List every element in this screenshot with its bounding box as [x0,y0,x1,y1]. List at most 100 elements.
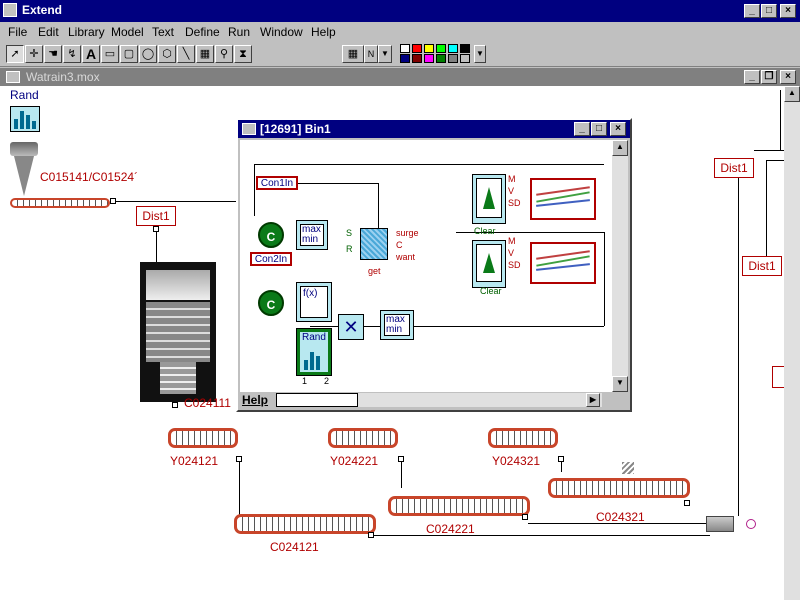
color-silver[interactable] [460,54,470,63]
line-style-selector-icon[interactable]: N [364,45,378,63]
rand-histogram-icon[interactable] [10,106,40,132]
connector-tool-icon[interactable]: ↯ [63,45,81,63]
menu-help[interactable]: Help [311,25,336,39]
color-cyan[interactable] [448,44,458,53]
dialog-vscroll[interactable]: ▲ ▼ [612,140,628,392]
source-output-port[interactable] [110,198,116,204]
close-button[interactable]: × [780,4,796,18]
conveyor-port[interactable] [684,500,690,506]
dist-left-block[interactable]: Dist1 [136,206,176,226]
hopper-icon[interactable] [10,142,38,198]
maxmin-block-2[interactable]: max min [380,310,414,340]
conveyor-port[interactable] [368,532,374,538]
maxmin-block-1[interactable]: max min [296,220,328,250]
menu-model[interactable]: Model [111,25,144,39]
toggle-tool-icon[interactable]: ⧗ [234,45,252,63]
color-magenta[interactable] [424,54,434,63]
dist-left-port[interactable] [153,226,159,232]
text-tool-icon[interactable]: A [82,45,100,63]
bin-icon[interactable] [140,262,216,402]
color-maroon[interactable] [412,54,422,63]
maximize-button[interactable]: □ [761,4,777,18]
dialog-scroll-right-icon[interactable]: ▶ [586,393,600,407]
conveyor-y024221[interactable] [328,428,398,448]
conveyor-c024121[interactable] [234,514,376,534]
pattern-selector-icon[interactable]: ▦ [342,45,364,63]
hand-tool-icon[interactable]: ☚ [44,45,62,63]
conveyor-c024321[interactable] [548,478,690,498]
doc-close-button[interactable]: × [780,70,796,84]
dist-right-top-block[interactable]: Dist1 [714,158,754,178]
arrow-tool-icon[interactable]: ➚ [6,45,24,63]
scroll-up-icon[interactable]: ▲ [784,86,800,102]
holding-tank-block[interactable] [360,228,388,260]
mean-variance-block-2[interactable] [472,240,506,288]
multiply-block[interactable]: ✕ [338,314,364,340]
app-icon[interactable] [3,3,17,17]
con1in-connector[interactable]: Con1In [256,176,298,190]
source-conveyor[interactable] [10,198,110,208]
oval-tool-icon[interactable]: ◯ [139,45,157,63]
conveyor-port[interactable] [236,456,242,462]
menu-define[interactable]: Define [185,25,220,39]
menu-run[interactable]: Run [228,25,251,39]
rand-block[interactable]: Rand [296,328,332,376]
dialog-hscroll[interactable]: ▶ [276,393,602,407]
color-navy[interactable] [400,54,410,63]
menu-library[interactable]: Library [68,25,105,39]
dropdown-arrow-icon[interactable]: ▼ [378,45,392,63]
help-button[interactable]: Help [242,393,269,407]
menu-edit[interactable]: Edit [38,25,59,39]
color-darkgreen[interactable] [436,54,446,63]
block-arrow-tool-icon[interactable]: ✛ [25,45,43,63]
minimize-button[interactable]: _ [744,4,760,18]
line-tool-icon[interactable]: ╲ [177,45,195,63]
doc-menu-icon[interactable] [6,71,20,83]
zoom-tool-icon[interactable]: ⚲ [215,45,233,63]
palette-dropdown-icon[interactable]: ▼ [474,45,486,63]
mean-variance-block-1[interactable] [472,174,506,224]
conveyor-port[interactable] [522,514,528,520]
function-fx-block[interactable]: f(x) [296,282,332,322]
constant-c-block-2[interactable]: C [258,290,284,316]
hierarchical-block-canvas[interactable]: Con1In Con2In C C max min S R surge C wa… [240,140,612,392]
dialog-close-button[interactable]: × [610,122,626,136]
color-black[interactable] [460,44,470,53]
dist-right-clipped-block[interactable] [772,366,784,388]
dialog-minimize-button[interactable]: _ [574,122,590,136]
conveyor-port[interactable] [558,456,564,462]
polygon-tool-icon[interactable]: ⬡ [158,45,176,63]
combiner-block[interactable] [706,516,734,532]
dialog-scroll-up-icon[interactable]: ▲ [612,140,628,156]
rectangle-tool-icon[interactable]: ▭ [101,45,119,63]
conveyor-port[interactable] [398,456,404,462]
cloning-tool-icon[interactable]: ▦ [196,45,214,63]
dist-right-mid-block[interactable]: Dist1 [742,256,782,276]
rounded-rect-tool-icon[interactable]: ▢ [120,45,138,63]
menu-file[interactable]: File [8,25,28,39]
color-gray[interactable] [448,54,458,63]
exit-circle-icon[interactable] [746,519,756,529]
doc-minimize-button[interactable]: _ [744,70,760,84]
connection-line [456,232,604,233]
conveyor-y024321[interactable] [488,428,558,448]
color-green[interactable] [436,44,446,53]
menu-window[interactable]: Window [260,25,303,39]
menu-text[interactable]: Text [152,25,175,39]
con2in-connector[interactable]: Con2In [250,252,292,266]
bin-output-port[interactable] [172,402,178,408]
doc-restore-button[interactable]: ❐ [761,70,777,84]
document-vscroll[interactable]: ▲ [784,86,800,600]
plotter-block-2[interactable] [530,242,596,284]
conveyor-c024221[interactable] [388,496,530,516]
dialog-scroll-down-icon[interactable]: ▼ [612,376,628,392]
color-yellow[interactable] [424,44,434,53]
plotter-block-1[interactable] [530,178,596,220]
color-palette[interactable] [400,44,474,64]
color-white[interactable] [400,44,410,53]
constant-c-block-1[interactable]: C [258,222,284,248]
dialog-menu-icon[interactable] [242,123,256,135]
conveyor-y024121[interactable] [168,428,238,448]
dialog-maximize-button[interactable]: □ [591,122,607,136]
color-red[interactable] [412,44,422,53]
